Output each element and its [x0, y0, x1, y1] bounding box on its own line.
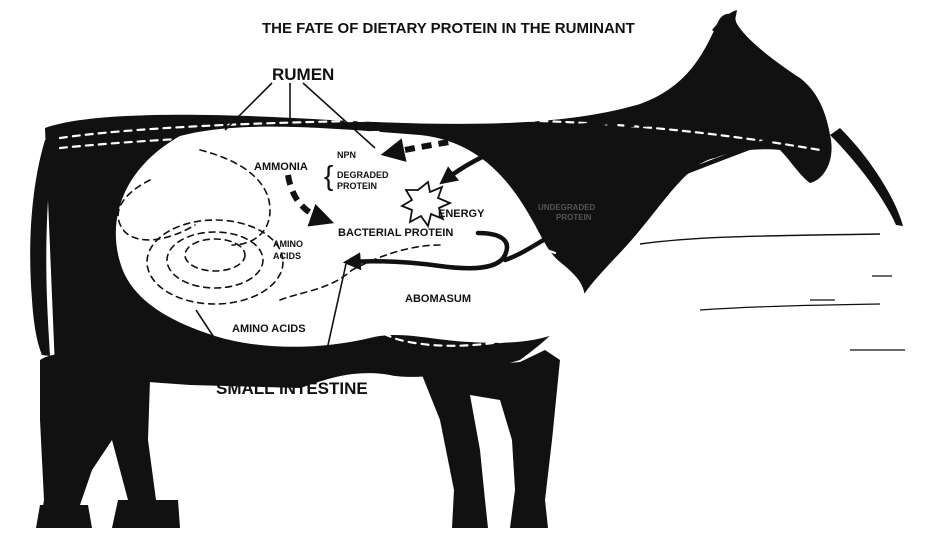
ammonia-label: AMMONIA [254, 161, 308, 173]
degraded-protein-label-2: PROTEIN [337, 181, 377, 191]
undegraded-protein-label-1: UNDEGRADED [538, 203, 596, 212]
undegraded-protein-label-2: PROTEIN [556, 213, 592, 222]
ground-lines [640, 234, 905, 350]
small-intestine-label: SMALL INTESTINE [216, 379, 368, 398]
rumen-label: RUMEN [272, 65, 334, 84]
brace-symbol: { [324, 160, 333, 191]
abomasum-label: ABOMASUM [405, 293, 471, 305]
amino-acids-upper-label-2: ACIDS [273, 251, 301, 261]
bacterial-protein-label: BACTERIAL PROTEIN [338, 227, 453, 239]
diagram-title: THE FATE OF DIETARY PROTEIN IN THE RUMIN… [262, 20, 635, 37]
cow-hind-legs [40, 353, 165, 525]
npn-label: NPN [337, 150, 356, 160]
energy-label: ENERGY [438, 208, 485, 220]
amino-acids-upper-label-1: AMINO [273, 239, 303, 249]
cow-muzzle [830, 128, 903, 226]
degraded-protein-label-1: DEGRADED [337, 170, 389, 180]
amino-acids-lower-label: AMINO ACIDS [232, 323, 306, 335]
cow-front-legs [420, 350, 560, 528]
